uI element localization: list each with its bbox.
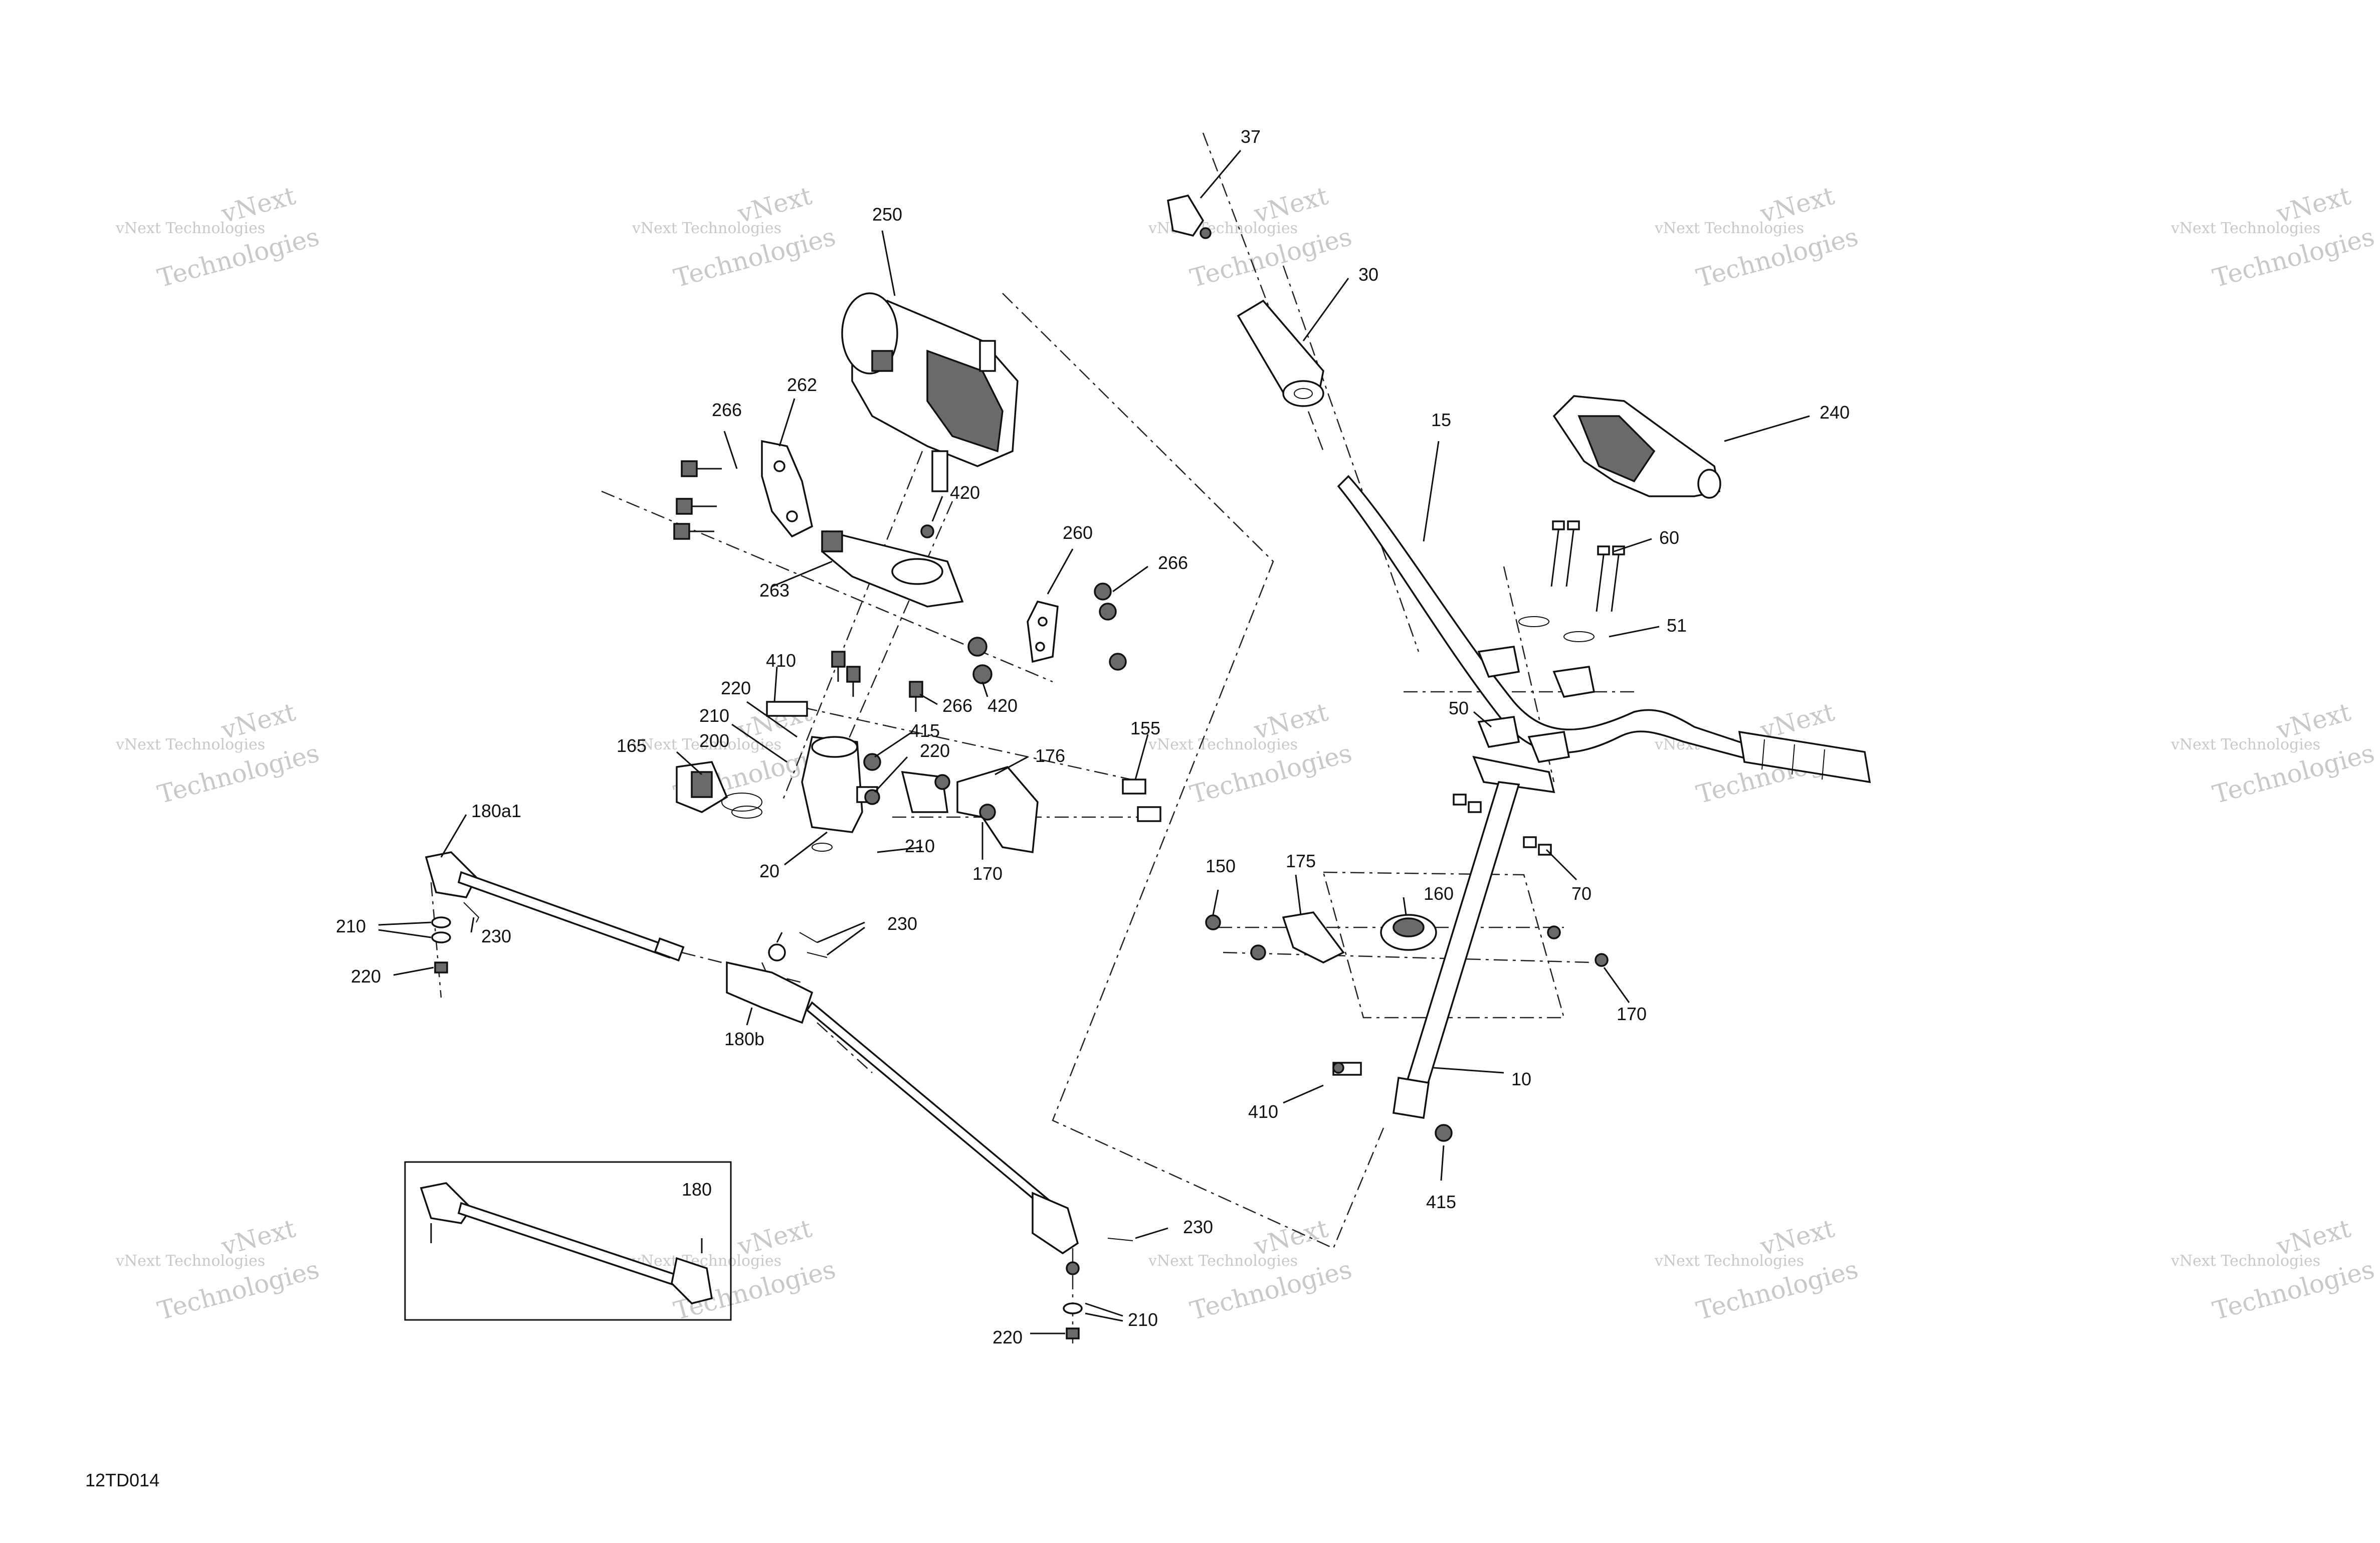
tie-rod-180-box xyxy=(404,1161,732,1321)
callout-70: 70 xyxy=(1571,883,1592,904)
callout-37: 37 xyxy=(1241,126,1261,147)
watermark-line1: vNext Technologies xyxy=(2170,736,2320,753)
watermark-line1: vNext Technologies xyxy=(632,736,781,753)
callout-155: 155 xyxy=(1130,718,1160,738)
callout-220: 220 xyxy=(721,678,751,698)
callout-180: 180 xyxy=(682,1179,712,1200)
callout-210: 210 xyxy=(336,916,366,936)
drawing-id: 12TD014 xyxy=(85,1470,159,1490)
callout-266: 266 xyxy=(942,695,972,716)
watermark-line1: vNext Technologies xyxy=(1148,736,1298,753)
callout-labels: 37 250 30 266 262 15 240 420 260 266 263… xyxy=(336,126,1850,1347)
callout-210: 210 xyxy=(1128,1309,1158,1330)
callout-415: 415 xyxy=(910,720,940,741)
callout-60: 60 xyxy=(1659,527,1679,548)
callout-220: 220 xyxy=(920,740,950,761)
leader-lines xyxy=(378,150,1810,1334)
callout-230: 230 xyxy=(1183,1217,1213,1237)
callout-220: 220 xyxy=(351,966,381,987)
callout-160: 160 xyxy=(1424,883,1454,904)
callout-266: 266 xyxy=(712,400,742,420)
nuts-70 xyxy=(1453,794,1552,856)
callout-266: 266 xyxy=(1158,552,1188,573)
callout-150: 150 xyxy=(1206,856,1236,876)
callout-170: 170 xyxy=(1617,1004,1647,1024)
callout-260: 260 xyxy=(1063,522,1093,543)
callout-50: 50 xyxy=(1449,698,1469,718)
callout-420: 420 xyxy=(987,695,1018,716)
callout-170: 170 xyxy=(972,863,1003,884)
callout-175: 175 xyxy=(1286,851,1316,871)
grip-and-end xyxy=(1167,194,1324,407)
callout-410: 410 xyxy=(1248,1101,1278,1122)
callout-200: 200 xyxy=(699,730,729,751)
column-support xyxy=(1205,911,1609,1076)
watermark-layer: vNext TechnologiesvNextTechnologiesvNext… xyxy=(115,181,2377,1325)
bracket-263 xyxy=(821,530,964,608)
callout-210: 210 xyxy=(699,705,729,726)
callout-220: 220 xyxy=(993,1327,1023,1347)
callout-410: 410 xyxy=(766,650,796,671)
power-steering-unit xyxy=(841,292,1019,492)
watermark-line1: vNext Technologies xyxy=(115,736,265,753)
callout-250: 250 xyxy=(872,204,902,225)
callout-230: 230 xyxy=(887,913,917,934)
callout-210: 210 xyxy=(905,836,935,856)
fasteners-upper xyxy=(673,460,1127,717)
callout-230: 230 xyxy=(481,926,511,946)
callout-165: 165 xyxy=(617,735,647,756)
callout-10: 10 xyxy=(1511,1069,1531,1089)
bracket-260 xyxy=(1027,600,1059,663)
callout-262: 262 xyxy=(787,374,817,395)
cotter-pins xyxy=(463,902,1133,1241)
callout-420: 420 xyxy=(950,482,980,503)
callout-20: 20 xyxy=(759,861,779,881)
callout-240: 240 xyxy=(1820,402,1850,423)
tie-rod-assembly xyxy=(425,851,1083,1339)
callout-30: 30 xyxy=(1358,264,1378,285)
watermark-line1: vNext Technologies xyxy=(115,1252,265,1270)
watermark-line1: vNext Technologies xyxy=(2170,220,2320,237)
callout-51: 51 xyxy=(1667,615,1687,636)
steering-column xyxy=(1393,755,1555,1142)
callout-176: 176 xyxy=(1035,745,1065,766)
watermark-line1: vNext Technologies xyxy=(2170,1252,2320,1270)
callout-415: 415 xyxy=(1426,1192,1456,1212)
bolts-60 xyxy=(1550,520,1625,612)
steering-arm-assembly xyxy=(676,736,1161,854)
bracket-262 xyxy=(761,440,814,538)
callout-15: 15 xyxy=(1431,410,1451,430)
callout-263: 263 xyxy=(759,580,789,601)
watermark-line1: vNext Technologies xyxy=(632,1252,781,1270)
handlebar-cover xyxy=(1552,395,1721,499)
watermark-line1: vNext Technologies xyxy=(1148,1252,1298,1270)
watermark-line1: vNext Technologies xyxy=(1654,1252,1804,1270)
callout-180b: 180b xyxy=(724,1029,764,1049)
watermark-line1: vNext Technologies xyxy=(1654,220,1804,237)
watermark-line1: vNext Technologies xyxy=(632,220,781,237)
callout-180a1: 180a1 xyxy=(471,801,521,821)
watermark-line1: vNext Technologies xyxy=(115,220,265,237)
